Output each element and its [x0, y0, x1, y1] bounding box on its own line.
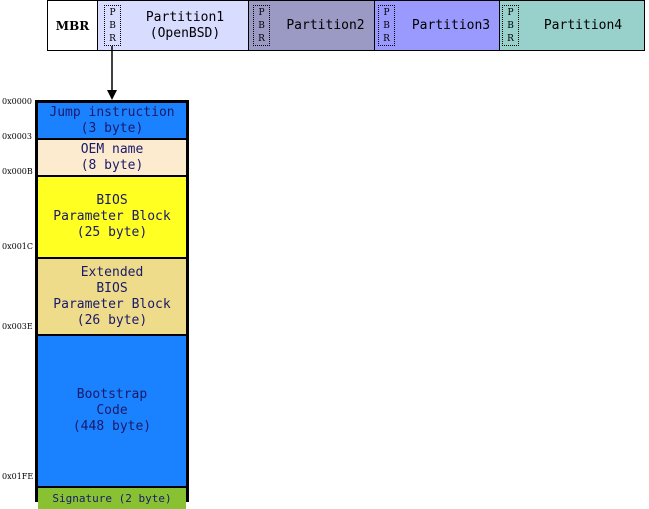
offset-label-4: 0x003E — [2, 322, 33, 331]
field-bootstrap-code: Bootstrap Code (448 byte) — [38, 336, 186, 488]
offset-label-5: 0x01FE — [2, 472, 34, 481]
partition-1-label: Partition1 (OpenBSD) — [145, 9, 225, 41]
offset-label-3: 0x001C — [2, 242, 33, 251]
offset-label-2: 0x000B — [2, 167, 33, 176]
partition-3-label: Partition3 — [411, 17, 491, 33]
partition-4-label: Partition4 — [543, 17, 623, 33]
partition-4-segment: Partition4 — [499, 0, 645, 51]
field-bios-parameter-block: BIOS Parameter Block (25 byte) — [38, 177, 186, 259]
field-signature: Signature (2 byte) — [38, 488, 186, 509]
mbr-label: MBR — [55, 18, 90, 33]
offset-label-0: 0x0000 — [2, 97, 32, 106]
partition-3-segment: Partition3 — [374, 0, 500, 51]
partition-2-label: Partition2 — [286, 17, 365, 33]
field-jump-instruction: Jump instruction (3 byte) — [38, 103, 186, 140]
field-oem-name: OEM name (8 byte) — [38, 140, 186, 177]
field-extended-bios-parameter-block: Extended BIOS Parameter Block (26 byte) — [38, 259, 186, 336]
offset-label-1: 0x0003 — [2, 132, 32, 141]
partition-1-segment: Partition1 (OpenBSD) — [97, 0, 249, 51]
boot-sector-stack: Jump instruction (3 byte) OEM name (8 by… — [35, 100, 189, 509]
mbr-segment: MBR — [47, 0, 98, 51]
